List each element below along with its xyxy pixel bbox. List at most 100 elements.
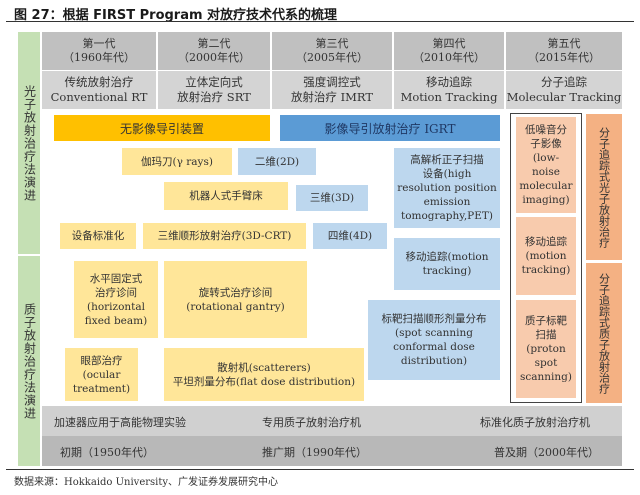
- no-image-guidance-box: 无影像导引装置: [54, 115, 270, 141]
- side-label-photon: 光子放射治疗法演进: [18, 32, 40, 254]
- motion-tracking-box: 移动追踪(motion tracking): [394, 238, 500, 290]
- motion-line: 移动追踪(motion: [405, 251, 489, 263]
- robot-arm-box: 机器人式手臂床: [164, 182, 288, 210]
- fifth-motion-line: (motion: [525, 250, 567, 262]
- gen-3-tech-cn: 强度调控式: [303, 75, 361, 89]
- low-noise-line: imaging): [522, 194, 570, 206]
- 3d-box: 三维(3D): [296, 185, 368, 211]
- bottom-row-2: 初期（1950年代） 推广期（1990年代） 普及期（2000年代）: [42, 436, 622, 466]
- bottom-phase-2-desc: 专用质子放射治疗机: [262, 416, 361, 429]
- gen-4-era: （2010年代）: [413, 51, 485, 64]
- pet-line: tomography,PET): [400, 210, 493, 222]
- proton-spot-line: scanning): [520, 371, 572, 383]
- gen-3-era: （2005年代）: [296, 51, 368, 64]
- source-note: 数据来源：Hokkaido University、广发证券发展研究中心: [14, 477, 279, 488]
- horizontal-fixed-beam-box: 水平固定式 治疗诊间 (horizontal fixed beam): [74, 261, 158, 338]
- proton-molecular-tracking-box: 分子追踪式质子放射治疗: [586, 263, 622, 403]
- gen-4-tech-cn: 移动追踪: [426, 75, 472, 89]
- pet-line: resolution position: [397, 182, 497, 194]
- spot-line: distribution): [400, 355, 468, 367]
- scatterers-line: 散射机(scatterers): [217, 361, 311, 374]
- spot-line: 标靶扫描顺形剂量分布: [381, 313, 487, 325]
- fifth-motion-line: 移动追踪: [525, 236, 567, 248]
- low-noise-line: molecular: [519, 180, 573, 192]
- gen-1-name: 第一代: [82, 37, 116, 50]
- rotational-gantry-box: 旋转式治疗诊间 (rotational gantry): [164, 261, 307, 338]
- gen-2-tech: 立体定向式 放射治疗 SRT: [158, 71, 270, 109]
- horizontal-line: 治疗诊间: [95, 286, 137, 299]
- low-noise-imaging-box: 低噪音分 子影像 (low- noise molecular imaging): [516, 117, 576, 213]
- pet-line: 高解析正子扫描: [410, 154, 484, 166]
- gen-1-tech-en: Conventional RT: [50, 90, 148, 104]
- bottom-phase-1-desc: 加速器应用于高能物理实验: [54, 416, 186, 429]
- gen-5-header: 第五代 （2015年代）: [506, 32, 622, 70]
- ocular-line: treatment): [72, 382, 131, 395]
- pet-line: emission: [423, 196, 471, 208]
- proton-spot-line: 质子标靶: [525, 315, 567, 327]
- motion-line: tracking): [422, 265, 472, 277]
- rotational-line: 旋转式治疗诊间: [198, 286, 273, 299]
- low-noise-line: (low-: [532, 152, 560, 164]
- gen-4-tech: 移动追踪 Motion Tracking: [394, 71, 504, 109]
- low-noise-line: 低噪音分: [525, 124, 567, 136]
- gen-5-era: （2015年代）: [528, 51, 600, 64]
- gen-3-name: 第三代: [315, 37, 349, 50]
- figure-title: 图 27：根据 FIRST Program 对放疗技术代系的梳理: [14, 8, 338, 23]
- proton-spot-line: spot: [534, 357, 558, 369]
- fifth-motion-line: tracking): [521, 264, 571, 276]
- gen-1-tech-cn: 传统放射治疗: [64, 75, 134, 89]
- gen-2-name: 第二代: [197, 37, 231, 50]
- 3d-crt-box: 三维顺形放射治疗(3D-CRT): [143, 223, 306, 249]
- gen-2-tech-cn: 立体定向式: [185, 75, 243, 89]
- bottom-row-1: 加速器应用于高能物理实验 专用质子放射治疗机 标准化质子放射治疗机: [42, 406, 622, 436]
- low-noise-line: 子影像: [530, 138, 562, 150]
- gen-4-name: 第四代: [432, 37, 466, 50]
- gen-4-header: 第四代 （2010年代）: [394, 32, 504, 70]
- ocular-line: (ocular: [82, 368, 121, 381]
- proton-spot-line: (proton: [526, 343, 566, 355]
- gen-4-tech-en: Motion Tracking: [400, 90, 498, 104]
- scatterers-box: 散射机(scatterers) 平坦剂量分布(flat dose distrib…: [164, 348, 364, 401]
- spot-line: conformal dose: [393, 341, 475, 353]
- horizontal-line: fixed beam): [84, 314, 148, 327]
- proton-spot-line: 扫描: [535, 329, 557, 341]
- 2d-box: 二维(2D): [238, 148, 316, 175]
- low-noise-line: noise: [531, 166, 561, 178]
- title-rule: [6, 21, 634, 22]
- gen-2-header: 第二代 （2000年代）: [158, 32, 270, 70]
- gen-2-era: （2000年代）: [178, 51, 250, 64]
- gen-3-header: 第三代 （2005年代）: [272, 32, 392, 70]
- 4d-box: 四维(4D): [313, 223, 387, 249]
- gen-5-tech: 分子追踪 Molecular Tracking: [506, 71, 622, 109]
- footer-rule: [6, 469, 634, 470]
- igrt-box: 影像导引放射治疗 IGRT: [280, 115, 500, 141]
- gen-1-tech: 传统放射治疗 Conventional RT: [42, 71, 156, 109]
- bottom-phase-1-era: 初期（1950年代）: [60, 446, 154, 459]
- fifth-motion-tracking-box: 移动追踪 (motion tracking): [516, 217, 576, 295]
- ocular-treatment-box: 眼部治疗 (ocular treatment): [65, 348, 138, 401]
- horizontal-line: (horizontal: [86, 300, 145, 313]
- spot-scanning-box: 标靶扫描顺形剂量分布 (spot scanning conformal dose…: [368, 300, 500, 380]
- bottom-phase-3-desc: 标准化质子放射治疗机: [480, 416, 590, 429]
- gen-5-tech-cn: 分子追踪: [541, 75, 587, 89]
- pet-line: 设备(high: [422, 168, 472, 180]
- side-label-proton: 质子放射治疗法演进: [18, 256, 40, 466]
- proton-spot-scanning-box: 质子标靶 扫描 (proton spot scanning): [516, 300, 576, 398]
- gen-3-tech-en: 放射治疗 IMRT: [290, 90, 374, 104]
- gen-2-tech-en: 放射治疗 SRT: [177, 90, 251, 104]
- gen-5-tech-en: Molecular Tracking: [506, 90, 622, 104]
- gen-1-era: （1960年代）: [63, 51, 135, 64]
- spot-line: (spot scanning: [395, 327, 473, 339]
- gamma-knife-box: 伽玛刀(γ rays): [122, 148, 232, 175]
- photon-molecular-tracking-box: 分子追踪式光子放射治疗: [586, 114, 622, 260]
- bottom-phase-2-era: 推广期（1990年代）: [262, 446, 367, 459]
- horizontal-line: 水平固定式: [89, 272, 143, 285]
- gen-1-header: 第一代 （1960年代）: [42, 32, 156, 70]
- rotational-line: (rotational gantry): [186, 300, 285, 313]
- gen-5-name: 第五代: [547, 37, 581, 50]
- ocular-line: 眼部治疗: [80, 354, 123, 367]
- scatterers-line: 平坦剂量分布(flat dose distribution): [172, 375, 356, 388]
- gen-3-tech: 强度调控式 放射治疗 IMRT: [272, 71, 392, 109]
- pet-box: 高解析正子扫描 设备(high resolution position emis…: [394, 148, 500, 228]
- bottom-phase-3-era: 普及期（2000年代）: [494, 446, 599, 459]
